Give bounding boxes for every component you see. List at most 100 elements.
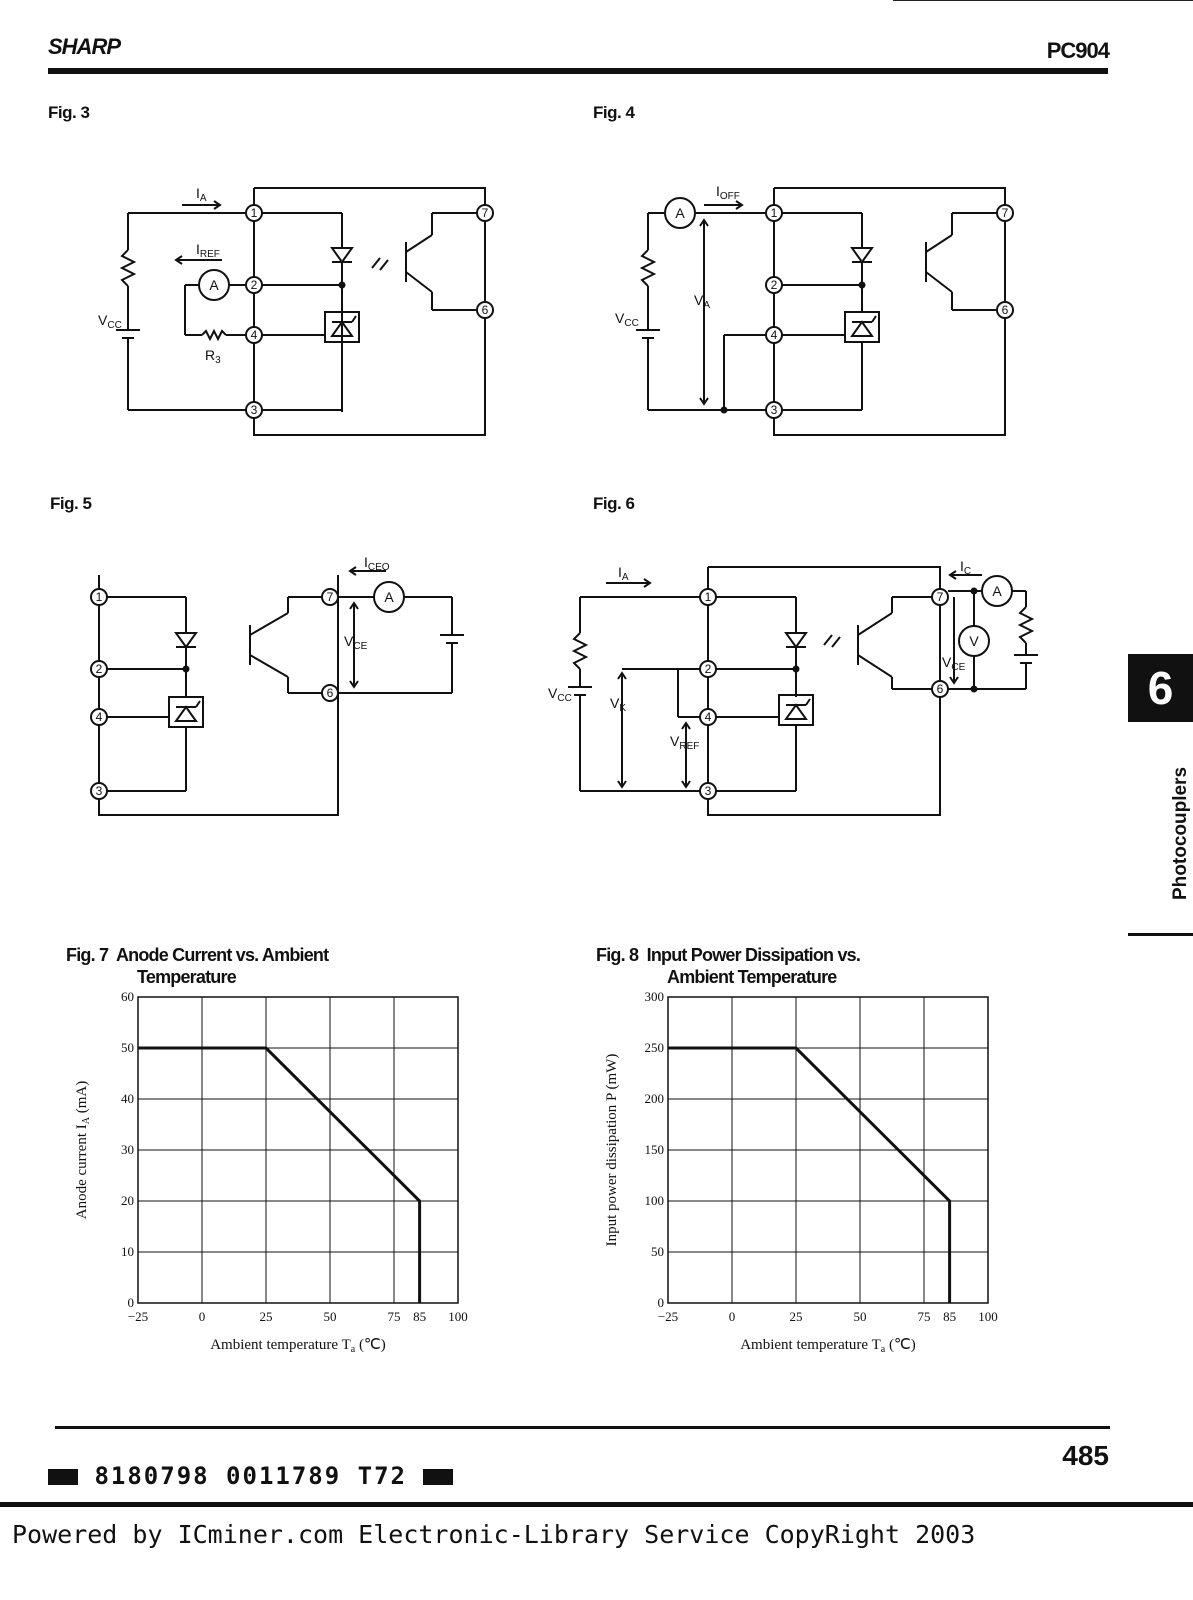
fig5-circuit: 1 2 4 3 7 6 A ICEO VCE: [90, 555, 464, 816]
fig8-ytick-6: 300: [645, 989, 665, 1004]
fig4-pin-6: 6: [1002, 303, 1009, 317]
page-number: 485: [1062, 1440, 1109, 1471]
fig5-pin-6: 6: [327, 686, 334, 700]
svg-text:VA: VA: [694, 292, 710, 311]
fig6-pin-4: 4: [705, 710, 712, 724]
fig3-circuit: 1 2 4 3 7 6 A IA IREF VCC R3: [98, 185, 494, 436]
fig4-pin-3: 3: [771, 403, 778, 417]
fig4-va-label: V: [694, 292, 704, 308]
svg-text:VCE: VCE: [942, 654, 966, 673]
fig8-label: Fig. 8: [596, 945, 639, 965]
fig8-xtick-3: 50: [854, 1309, 867, 1324]
service-footer: Powered by ICminer.com Electronic-Librar…: [12, 1520, 976, 1549]
fig7-xtick-6: 100: [448, 1309, 468, 1324]
fig5-vce-label: V: [344, 633, 354, 649]
svg-text:ICEO: ICEO: [364, 555, 390, 573]
svg-text:VCE: VCE: [344, 633, 368, 652]
fig5-iceo-label: I: [364, 555, 368, 570]
fig3-ia-label: I: [196, 185, 200, 201]
header-rule: [48, 68, 1108, 74]
fig8-xtick-0: −25: [658, 1309, 678, 1324]
fig7-plot-frame: [137, 996, 459, 1304]
footer-rule: [55, 1426, 1110, 1429]
fig7-xtick-4: 75: [388, 1309, 401, 1324]
fig4-ammeter-symbol: A: [675, 205, 685, 221]
fig4-ioff-label: I: [716, 183, 720, 199]
fig7-ytick-2: 20: [121, 1193, 134, 1208]
fig8-ytick-1: 50: [651, 1244, 664, 1259]
fig3-pin-7: 7: [482, 206, 489, 220]
fig7-series-0-line: [138, 1046, 422, 1303]
fig5-pin-4: 4: [96, 710, 103, 724]
fig8-title-line1: Input Power Dissipation vs.: [646, 945, 861, 965]
fig7-xlabel: Ambient temperature Ta (℃): [210, 1337, 386, 1355]
svg-text:VK: VK: [610, 695, 626, 714]
fig6-pin-2: 2: [705, 662, 712, 676]
fig5-pin-3: 3: [96, 784, 103, 798]
fig4-label: Fig. 4: [593, 103, 635, 122]
svg-text:IC: IC: [960, 558, 971, 577]
fig7-ytick-0: 0: [128, 1295, 135, 1310]
fig6-ia-label: I: [618, 564, 622, 580]
svg-text:R3: R3: [205, 347, 221, 366]
footer-heavy-rule: [0, 1502, 1193, 1507]
fig3-r3-label: R: [205, 347, 215, 363]
fig6-vref-label: V: [670, 733, 680, 749]
section-tab-label: Photocouplers: [1170, 766, 1191, 900]
fig5-label: Fig. 5: [50, 494, 92, 513]
fig6-pin-1: 1: [705, 590, 712, 604]
fig6-ic-label: I: [960, 558, 964, 574]
barcode-text: 8180798 0011789 T72: [94, 1462, 407, 1490]
fig6-label: Fig. 6: [593, 494, 635, 513]
fig7-ytick-3: 30: [121, 1142, 134, 1157]
svg-text:IOFF: IOFF: [716, 183, 740, 202]
fig4-pin-1: 1: [771, 206, 778, 220]
fig3-label: Fig. 3: [48, 103, 90, 122]
fig3-pin-3: 3: [251, 403, 258, 417]
fig8-ytick-5: 250: [645, 1040, 665, 1055]
fig3-iref-label: I: [196, 241, 200, 257]
fig6-pin-3: 3: [705, 784, 712, 798]
fig8-ytick-2: 100: [645, 1193, 665, 1208]
fig6-ammeter-symbol: A: [992, 583, 1002, 599]
svg-text:VCC: VCC: [615, 310, 639, 329]
fig8-ytick-0: 0: [658, 1295, 665, 1310]
fig4-pin-2: 2: [771, 278, 778, 292]
fig3-pin-4: 4: [251, 328, 258, 342]
svg-text:VCC: VCC: [98, 312, 122, 331]
part-number: PC904: [1046, 38, 1110, 63]
barcode-block-left: [48, 1469, 78, 1485]
barcode-block-right: [423, 1469, 454, 1485]
svg-text:VREF: VREF: [670, 733, 699, 752]
top-hairline: [893, 0, 1193, 1]
fig8-xlabel: Ambient temperature Ta (℃): [740, 1337, 916, 1355]
fig8-xtick-5: 85: [943, 1309, 956, 1324]
fig8-xtick-6: 100: [978, 1309, 998, 1324]
barcode-line: 8180798 0011789 T72: [48, 1462, 454, 1490]
svg-text:IA: IA: [618, 564, 629, 583]
svg-text:VCC: VCC: [548, 685, 572, 704]
fig5-pin-1: 1: [96, 590, 103, 604]
fig7-label: Fig. 7: [66, 945, 109, 965]
fig6-circuit: 1 2 4 3 7 6 A V IA IC VCC VK VREF VCE: [548, 558, 1038, 816]
fig3-ammeter-symbol: A: [209, 277, 219, 293]
fig3-pin-1: 1: [251, 206, 258, 220]
fig4-circuit: 1 2 4 3 7 6 A IOFF VA VCC: [615, 183, 1014, 436]
fig7-xtick-1: 0: [199, 1309, 206, 1324]
fig6-vcc-label: V: [548, 685, 558, 701]
fig5-ammeter-symbol: A: [384, 589, 394, 605]
fig8-title: Fig. 8 Input Power Dissipation vs. Ambie…: [596, 944, 861, 988]
fig8-xtick-1: 0: [729, 1309, 736, 1324]
fig5-pin-7: 7: [327, 590, 334, 604]
svg-text:IREF: IREF: [196, 241, 220, 260]
fig7-ytick-6: 60: [121, 989, 134, 1004]
fig6-vce-label: V: [942, 654, 952, 670]
section-tab-number: 6: [1128, 654, 1193, 722]
fig8-plot-frame: [667, 996, 989, 1304]
fig7-xtick-0: −25: [128, 1309, 148, 1324]
fig7-ylabel: Anode current IA (mA): [74, 1081, 92, 1219]
fig3-vcc-label: V: [98, 312, 108, 328]
fig3-pin-2: 2: [251, 278, 258, 292]
